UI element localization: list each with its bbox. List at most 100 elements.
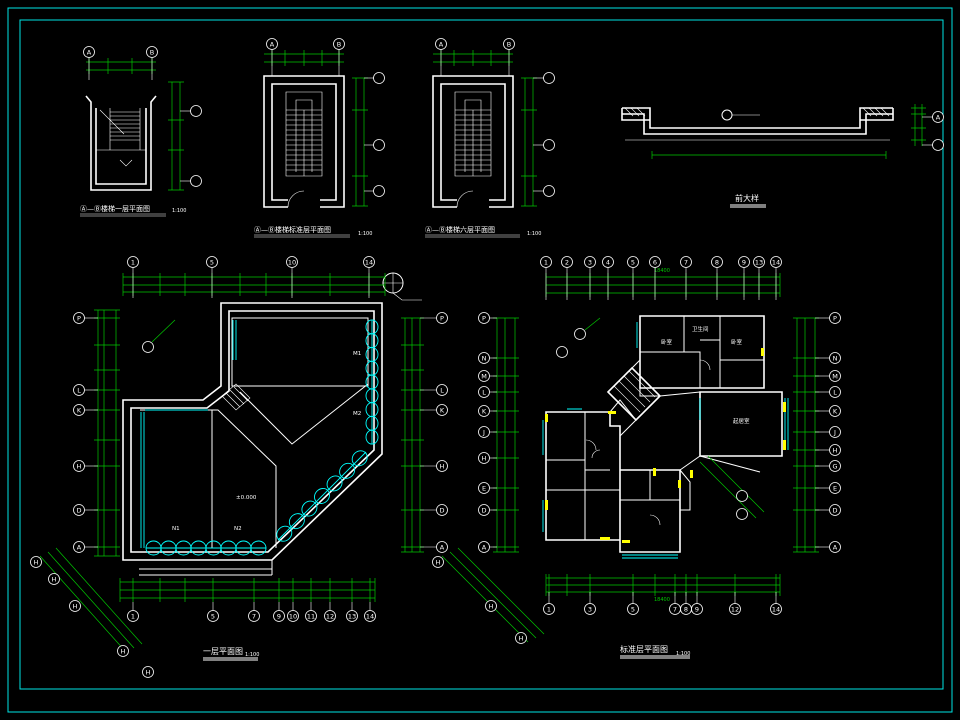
axis-label: H xyxy=(833,446,838,454)
axis-label: 12 xyxy=(731,605,739,613)
axis-label: H xyxy=(146,668,151,676)
axis-bubble: B xyxy=(333,38,345,76)
ground-plan-scale: 1:100 xyxy=(245,652,259,658)
axis-label: L xyxy=(482,388,486,396)
fixture-mark xyxy=(761,348,764,356)
axis-label: K xyxy=(833,407,838,415)
axis-label: 3 xyxy=(588,258,592,266)
axis-circle xyxy=(127,610,139,622)
axis-label: 6 xyxy=(653,258,657,266)
axis-bubble: 3 xyxy=(584,256,596,300)
axis-circle xyxy=(373,72,385,84)
axis-bubble: 9 xyxy=(691,592,703,615)
axis-circle xyxy=(478,452,490,464)
axis-circle xyxy=(829,405,841,417)
standard-title-underline xyxy=(620,655,690,659)
axis-circle xyxy=(190,175,202,187)
axis-bubble: 12 xyxy=(729,592,741,615)
axis-circle xyxy=(627,256,639,268)
axis-circle xyxy=(649,256,661,268)
axis-bubble: 7 xyxy=(248,602,260,622)
axis-bubble: N xyxy=(478,352,497,364)
axis-bubble: J xyxy=(815,426,841,438)
ground-label-n1: N1 xyxy=(172,526,180,532)
axis-label: H xyxy=(482,454,487,462)
axis-bubble: 1 xyxy=(127,602,139,622)
outer-frame xyxy=(7,7,953,713)
axis-label: H xyxy=(34,558,39,566)
stair2-scale: 1:100 xyxy=(358,231,372,237)
ground-floor-plan: N1 N2 M1 M2 ±0.000 一层平面图 1:100 xyxy=(39,272,422,661)
axis-bubble: H xyxy=(117,645,129,657)
standard-bottom-dimensions xyxy=(545,574,781,596)
curtain-wall-pane xyxy=(314,488,330,504)
axis-label: E xyxy=(482,484,486,492)
ground-label-n2: N2 xyxy=(234,526,242,532)
axis-label: K xyxy=(482,407,487,415)
axis-circle xyxy=(73,312,85,324)
axis-circle xyxy=(691,603,703,615)
axis-label: 9 xyxy=(695,605,699,613)
curtain-wall-pane xyxy=(326,475,343,492)
axis-circle xyxy=(753,256,765,268)
curtain-wall-pane xyxy=(351,450,368,467)
axis-circle xyxy=(305,610,317,622)
axis-label: 1 xyxy=(131,612,135,620)
axis-label: 14 xyxy=(366,612,374,620)
room-label-bathroom: 卫生间 xyxy=(692,325,709,333)
axis-circle xyxy=(207,610,219,622)
fixture-mark xyxy=(622,540,630,543)
axis-circle xyxy=(478,312,490,324)
standard-interior-walls xyxy=(546,316,764,540)
axis-circle xyxy=(478,482,490,494)
axis-label: G xyxy=(832,462,837,470)
curtain-wall-pane xyxy=(365,429,379,445)
axis-bubble: G xyxy=(815,460,841,472)
axis-bubble: 5 xyxy=(627,256,639,300)
fixture-mark xyxy=(600,537,610,540)
axis-bubble: 1 xyxy=(127,256,139,298)
axis-circle xyxy=(515,632,527,644)
axis-label: H xyxy=(52,575,57,583)
axis-bubble: 5 xyxy=(207,602,219,622)
axis-circle xyxy=(829,426,841,438)
axis-circle xyxy=(373,185,385,197)
detail-title-underline xyxy=(730,204,766,208)
ground-label-m1: M1 xyxy=(353,351,361,357)
axis-bubble: L xyxy=(73,384,98,396)
axis-circle xyxy=(543,603,555,615)
axis-bubble: A xyxy=(420,541,448,553)
axis-circle xyxy=(83,46,95,58)
standard-total-dimension-top: 18400 xyxy=(654,268,670,274)
axis-bubble: 14 xyxy=(363,256,375,298)
axis-bubble: D xyxy=(815,504,841,516)
axis-bubble: 10 xyxy=(286,256,298,298)
axis-bubble: H xyxy=(30,556,42,568)
axis-label: 13 xyxy=(348,612,356,620)
axis-circle xyxy=(146,46,158,58)
axis-bubble: M xyxy=(815,370,841,382)
axis-label: 8 xyxy=(684,605,688,613)
axis-circle xyxy=(73,541,85,553)
detail-callout-circle xyxy=(721,109,733,121)
axis-bubble: A xyxy=(83,46,95,80)
axis-bubble: H xyxy=(478,452,497,464)
ground-label-m2: M2 xyxy=(353,411,361,417)
fixture-mark xyxy=(690,470,693,478)
axis-label: 3 xyxy=(588,605,592,613)
axis-label: N xyxy=(833,354,838,362)
standard-left-dimensions xyxy=(493,317,519,553)
fixture-mark xyxy=(545,500,548,510)
axis-label: A xyxy=(77,543,82,551)
axis-bubble xyxy=(574,328,586,340)
axis-bubble: H xyxy=(815,444,841,456)
axis-circle xyxy=(435,38,447,50)
axis-label: 9 xyxy=(742,258,746,266)
stair2-title-underline xyxy=(254,234,350,238)
axis-bubble: B xyxy=(503,38,515,76)
stair3-title: Ⓐ—Ⓑ楼梯六层平面图 xyxy=(425,225,495,234)
axis-bubble: H xyxy=(69,600,81,612)
axis-label: M xyxy=(832,372,838,380)
standard-right-dimensions xyxy=(793,317,819,553)
axis-label: P xyxy=(833,314,837,322)
